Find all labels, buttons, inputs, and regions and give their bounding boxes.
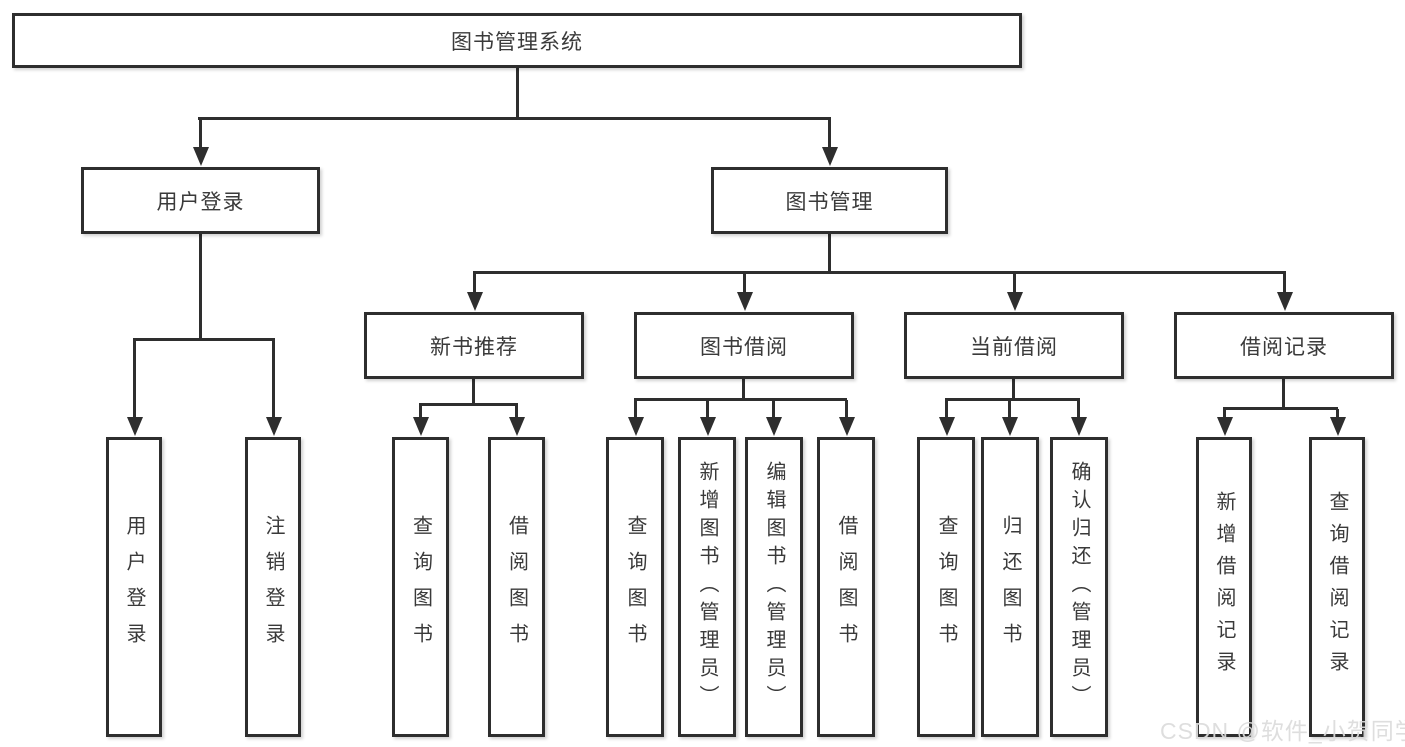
leaf-user-login: 用户登录 xyxy=(106,437,162,737)
arrow-down-icon xyxy=(1008,400,1011,418)
leaf-borrow-books: 借阅图书 xyxy=(817,437,875,737)
leaf-label: 用户登录 xyxy=(123,515,145,659)
leaf-label: 确认归还（管理员） xyxy=(1068,461,1090,713)
leaf-add-borrow-record: 新增借阅记录 xyxy=(1196,437,1252,737)
leaf-label: 新增图书（管理员） xyxy=(696,461,718,713)
connector-line xyxy=(133,338,275,341)
connector-line xyxy=(199,234,202,341)
leaf-label: 编辑图书（管理员） xyxy=(763,461,785,713)
node-user-login-branch: 用户登录 xyxy=(81,167,320,234)
leaf-label: 借阅图书 xyxy=(505,515,528,659)
leaf-recommend-borrow-books: 借阅图书 xyxy=(488,437,545,737)
leaf-current-query-books: 查询图书 xyxy=(917,437,975,737)
leaf-label: 查询借阅记录 xyxy=(1326,491,1348,683)
leaf-label: 归还图书 xyxy=(999,515,1021,659)
node-book-management-branch: 图书管理 xyxy=(711,167,948,234)
leaf-return-books: 归还图书 xyxy=(981,437,1039,737)
arrow-down-icon xyxy=(828,119,831,148)
arrow-down-icon xyxy=(133,340,136,418)
arrow-down-icon xyxy=(845,400,848,418)
node-borrowing-records: 借阅记录 xyxy=(1174,312,1394,379)
csdn-watermark: CSDN @软件_小贺同学 xyxy=(1160,718,1405,744)
leaf-edit-books-admin: 编辑图书（管理员） xyxy=(745,437,803,737)
arrow-down-icon xyxy=(419,405,422,418)
leaf-label: 查询图书 xyxy=(624,515,646,659)
node-label: 用户登录 xyxy=(156,190,245,214)
connector-line xyxy=(945,398,1080,401)
arrow-down-icon xyxy=(1223,409,1226,418)
leaf-label: 查询图书 xyxy=(935,515,957,659)
leaf-confirm-return-admin: 确认归还（管理员） xyxy=(1050,437,1108,737)
arrow-down-icon xyxy=(473,273,476,293)
node-label: 图书管理 xyxy=(785,190,874,214)
connector-line xyxy=(828,234,831,274)
connector-line xyxy=(419,403,518,406)
connector-line xyxy=(1223,407,1338,410)
connector-line xyxy=(1012,379,1015,401)
leaf-logout: 注销登录 xyxy=(245,437,301,737)
node-new-book-recommend: 新书推荐 xyxy=(364,312,584,379)
connector-line xyxy=(1282,379,1285,410)
node-root-label: 图书管理系统 xyxy=(451,30,583,54)
node-label: 当前借阅 xyxy=(970,335,1058,359)
leaf-borrowing-query-books: 查询图书 xyxy=(606,437,664,737)
connector-line xyxy=(472,379,475,406)
leaf-label: 借阅图书 xyxy=(835,515,857,659)
node-root: 图书管理系统 xyxy=(12,13,1022,68)
arrow-down-icon xyxy=(1336,409,1339,418)
connector-line xyxy=(742,379,745,401)
node-current-borrowing: 当前借阅 xyxy=(904,312,1124,379)
arrow-down-icon xyxy=(1283,273,1286,293)
leaf-query-borrow-record: 查询借阅记录 xyxy=(1309,437,1365,737)
connector-line xyxy=(634,398,847,401)
leaf-label: 新增借阅记录 xyxy=(1213,491,1235,683)
connector-line xyxy=(198,117,831,120)
node-book-borrowing: 图书借阅 xyxy=(634,312,854,379)
arrow-down-icon xyxy=(1077,400,1080,418)
arrow-down-icon xyxy=(199,119,202,148)
leaf-add-books-admin: 新增图书（管理员） xyxy=(678,437,736,737)
leaf-label: 注销登录 xyxy=(262,515,284,659)
node-label: 借阅记录 xyxy=(1240,335,1328,359)
arrow-down-icon xyxy=(634,400,637,418)
arrow-down-icon xyxy=(272,340,275,418)
connector-line xyxy=(516,68,519,119)
arrow-down-icon xyxy=(772,400,775,418)
node-label: 新书推荐 xyxy=(430,335,518,359)
arrow-down-icon xyxy=(743,273,746,293)
leaf-recommend-query-books: 查询图书 xyxy=(392,437,449,737)
arrow-down-icon xyxy=(515,405,518,418)
arrow-down-icon xyxy=(1013,273,1016,293)
node-label: 图书借阅 xyxy=(700,335,788,359)
leaf-label: 查询图书 xyxy=(409,515,432,659)
arrow-down-icon xyxy=(706,400,709,418)
arrow-down-icon xyxy=(945,400,948,418)
connector-line xyxy=(473,271,1286,274)
